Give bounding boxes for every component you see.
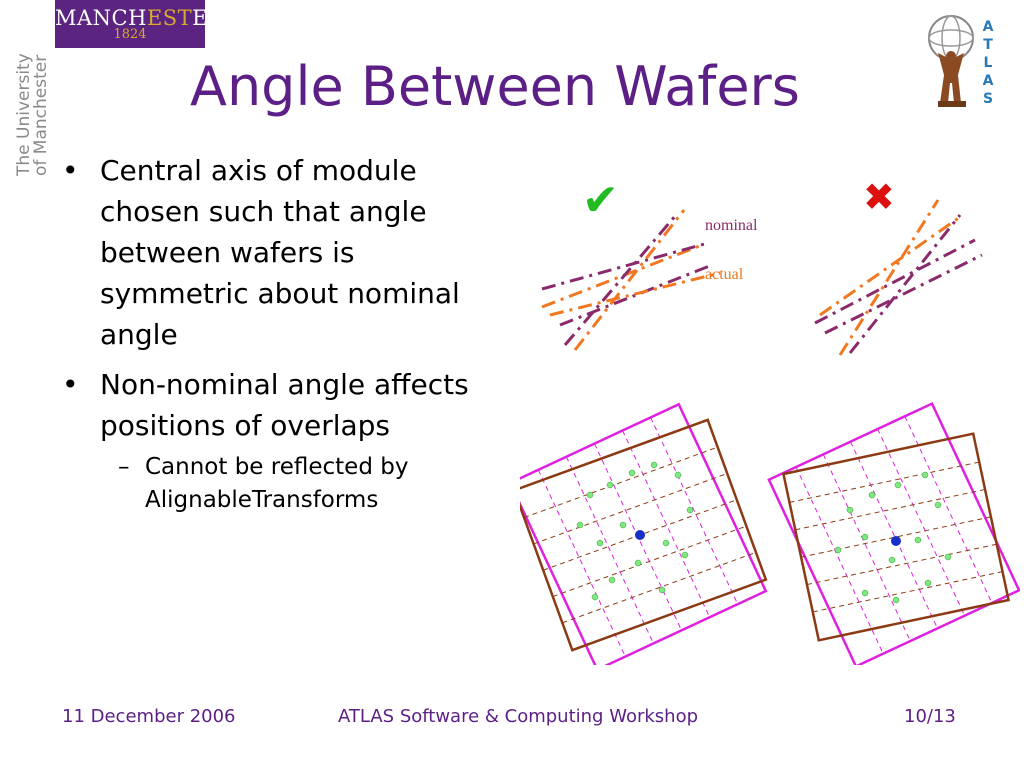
- slide-title: Angle Between Wafers: [190, 55, 800, 118]
- wafer-diagram: ✔ ✖ nominal actual: [520, 175, 1020, 665]
- footer-event: ATLAS Software & Computing Workshop: [338, 706, 699, 727]
- svg-text:A: A: [983, 73, 994, 89]
- cross-icon: ✖: [863, 175, 895, 219]
- svg-text:T: T: [983, 37, 993, 53]
- check-icon: ✔: [582, 175, 619, 226]
- asymmetric-angle-diagram: [814, 199, 983, 356]
- symmetric-angle-diagram: [541, 209, 721, 351]
- manchester-logo: MANCHESTER 1824: [55, 0, 224, 48]
- svg-text:A: A: [983, 19, 994, 35]
- bullet-list: • Central axis of module chosen such tha…: [62, 150, 502, 517]
- footer-date: 11 December 2006: [62, 706, 236, 727]
- page-number: 10/13: [904, 706, 956, 727]
- sub-bullet-item: – Cannot be reflected by AlignableTransf…: [118, 454, 409, 513]
- bullet-item: • Non-nominal angle affects positions of…: [62, 368, 469, 442]
- bullet-item: • Central axis of module chosen such tha…: [62, 154, 460, 351]
- symmetric-wafer-pair: [520, 402, 768, 665]
- nominal-label: nominal: [705, 217, 758, 234]
- svg-text:L: L: [984, 55, 993, 71]
- actual-label: actual: [705, 266, 744, 283]
- university-wordmark: The University of Manchester: [14, 53, 51, 176]
- asymmetric-wafer-pair: [767, 401, 1020, 665]
- svg-text:S: S: [983, 91, 993, 107]
- atlas-logo: A T L A S: [928, 15, 994, 107]
